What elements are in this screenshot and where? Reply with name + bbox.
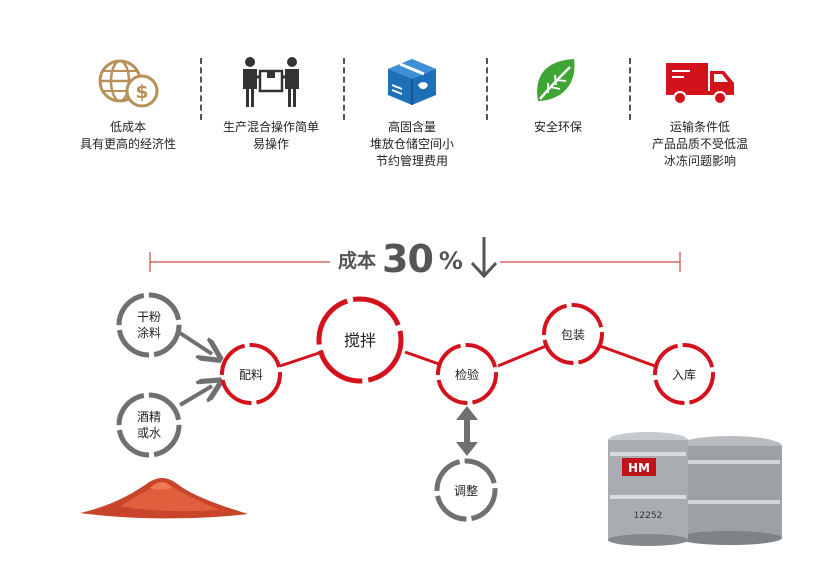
step-warehousing: 入库 — [653, 343, 715, 405]
benefit-high-solids: 高固含量 堆放仓储空间小 节约管理费用 — [342, 55, 482, 170]
benefit-line: 安全环保 — [533, 120, 582, 134]
svg-text:$: $ — [135, 81, 148, 103]
cost-value: 30 — [382, 237, 434, 281]
step-label: 入库 — [672, 367, 696, 382]
input-alcohol-water: 酒精 或水 — [116, 392, 182, 458]
step-label: 调整 — [454, 483, 478, 498]
drum-label: 12252 — [634, 511, 663, 521]
benefit-line: 易操作 — [252, 137, 289, 151]
step-inspection: 检验 — [436, 343, 498, 405]
cost-bracket — [149, 252, 681, 272]
divider — [629, 58, 631, 120]
benefit-transport: 运输条件低 产品品质不受低温 冰冻问题影响 — [630, 55, 770, 170]
double-arrow-icon — [456, 406, 478, 456]
input-label: 酒精 — [137, 410, 161, 424]
benefit-easy-operation: 生产混合操作简单 易操作 — [201, 55, 341, 153]
step-packaging: 包装 — [542, 303, 604, 365]
step-label: 搅拌 — [344, 331, 376, 350]
divider — [486, 58, 488, 120]
input-arrow — [178, 331, 212, 354]
step-label: 检验 — [455, 367, 479, 382]
divider — [200, 58, 202, 120]
divider — [343, 58, 345, 120]
powder-pile-image — [80, 477, 248, 519]
step-batching: 配料 — [220, 343, 282, 405]
benefit-line: 低成本 — [109, 120, 146, 134]
input-label: 涂料 — [137, 325, 161, 340]
step-mixing: 搅拌 — [316, 296, 404, 384]
benefit-line: 具有更高的经济性 — [79, 137, 176, 151]
input-arrow — [178, 386, 212, 407]
cost-reduction: 成本 30 % — [338, 235, 499, 279]
down-arrow-icon — [470, 237, 498, 279]
benefit-eco: 安全环保 — [488, 55, 628, 136]
drums-image: HM 12252 — [608, 432, 782, 546]
input-powder-coating: 干粉 涂料 — [116, 292, 182, 358]
box-icon — [388, 59, 436, 105]
globe-dollar-icon: $ — [98, 59, 159, 108]
cost-label: 成本 — [338, 250, 377, 272]
step-adjust: 调整 — [434, 458, 498, 522]
leaf-icon — [537, 59, 575, 101]
truck-icon — [666, 63, 734, 105]
workers-box-icon — [243, 57, 299, 107]
benefit-low-cost: $ 低成本 具有更高的经济性 — [58, 55, 198, 153]
cost-unit: % — [438, 247, 463, 275]
input-label: 干粉 — [137, 310, 161, 324]
benefit-line: 生产混合操作简单 — [222, 120, 319, 134]
step-label: 配料 — [239, 368, 263, 382]
step-label: 包装 — [561, 328, 585, 342]
benefit-line: 高固含量 — [387, 120, 436, 134]
benefit-line: 运输条件低 — [669, 120, 730, 134]
benefit-line: 冰冻问题影响 — [663, 154, 736, 168]
svg-text:HM: HM — [628, 461, 650, 475]
input-label: 或水 — [137, 426, 161, 440]
benefit-line: 产品品质不受低温 — [651, 137, 748, 151]
step-connectors — [279, 344, 656, 368]
benefit-line: 堆放仓储空间小 — [369, 137, 454, 151]
benefit-line: 节约管理费用 — [375, 154, 448, 168]
